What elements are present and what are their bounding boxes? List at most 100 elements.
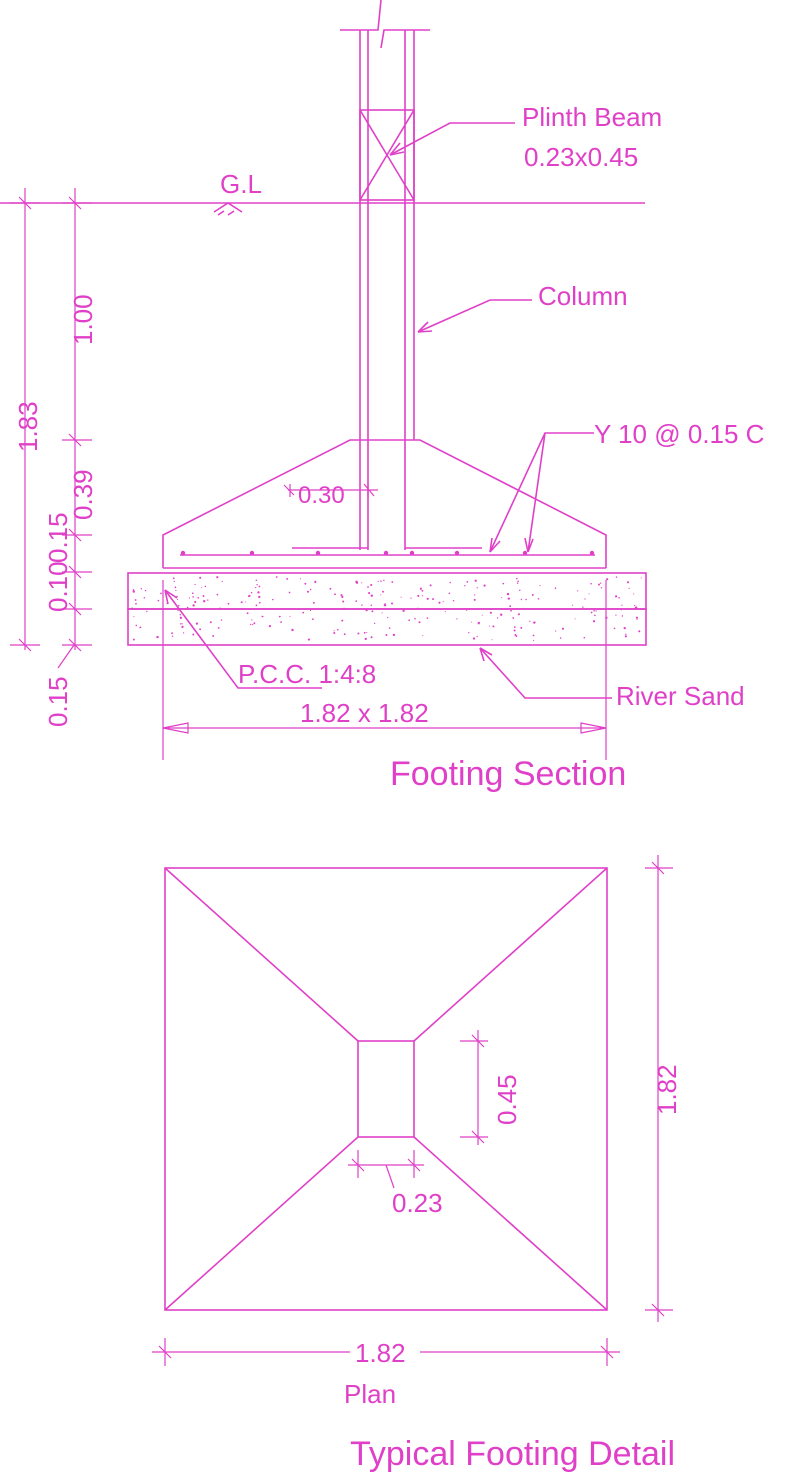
speckle-dot xyxy=(465,609,468,611)
speckle-dot xyxy=(289,615,291,617)
speckle-dot xyxy=(600,587,603,589)
speckle-dot xyxy=(618,596,620,599)
speckle-dot xyxy=(438,601,441,604)
speckle-dot xyxy=(370,636,373,639)
footing-plan: 0.45 0.23 1.82 1.82 Plan xyxy=(152,855,682,1409)
speckle-dot xyxy=(191,592,194,595)
speckle-dot xyxy=(588,593,590,595)
speckle-dot xyxy=(561,627,565,630)
speckle-dot xyxy=(392,633,396,637)
speckle-dot xyxy=(157,599,160,602)
speckle-dot xyxy=(219,607,221,610)
speckle-dot xyxy=(471,621,473,623)
speckle-dot xyxy=(306,590,310,593)
speckle-dot xyxy=(640,577,642,579)
sand-label: River Sand xyxy=(616,681,745,711)
base-height-label: 0.15 xyxy=(43,512,73,563)
speckle-dot xyxy=(245,601,247,603)
speckle-dot xyxy=(408,619,411,622)
speckle-dot xyxy=(188,597,191,599)
speckle-dot xyxy=(628,587,630,589)
speckle-dot xyxy=(209,621,212,624)
column-width-label: 0.23 xyxy=(392,1188,443,1218)
speckle-dot xyxy=(143,596,146,599)
speckle-dot xyxy=(621,604,623,606)
speckle-dot xyxy=(199,576,202,579)
speckle-dot xyxy=(357,632,360,635)
column-label: Column xyxy=(538,281,628,311)
speckle-dot xyxy=(174,586,177,589)
speckle-dot xyxy=(555,630,557,632)
pcc-thickness-label: 0.10 xyxy=(43,561,73,612)
speckle-dot xyxy=(500,613,503,616)
speckle-dot xyxy=(509,605,512,608)
total-depth-label: 1.83 xyxy=(13,401,43,452)
speckle-dot xyxy=(574,618,576,620)
speckle-dot xyxy=(621,615,624,617)
speckle-dot xyxy=(442,601,444,603)
speckle-dot xyxy=(426,617,429,619)
speckle-dot xyxy=(489,611,492,614)
speckle-dot xyxy=(634,604,636,607)
speckle-dot xyxy=(496,617,499,619)
speckle-dot xyxy=(502,582,505,585)
speckle-dot xyxy=(400,596,402,598)
speckle-dot xyxy=(302,611,305,614)
speckle-dot xyxy=(429,584,432,587)
speckle-dot xyxy=(202,595,205,597)
plan-outer-square xyxy=(164,867,608,1311)
speckle-dot xyxy=(516,577,518,580)
pcc-label: P.C.C. 1:4:8 xyxy=(238,659,376,689)
speckle-dot xyxy=(554,587,557,590)
speckle-dot xyxy=(452,599,455,602)
speckle-dot xyxy=(179,616,183,619)
speckle-dot xyxy=(314,580,317,584)
speckle-dot xyxy=(417,594,420,597)
speckle-dot xyxy=(173,580,175,583)
speckle-dot xyxy=(384,604,387,607)
speckle-dot xyxy=(227,602,230,605)
speckle-dot xyxy=(272,598,274,601)
speckle-dot xyxy=(181,625,184,629)
speckle-dot xyxy=(286,577,289,580)
sand-thickness-label: 0.15 xyxy=(43,676,73,727)
concrete-speckle xyxy=(131,576,642,641)
speckle-dot xyxy=(182,632,185,634)
speckle-dot xyxy=(201,587,203,588)
speckle-dot xyxy=(590,611,593,614)
speckle-dot xyxy=(177,609,179,611)
plan-width-label: 1.82 xyxy=(355,1338,406,1368)
speckle-dot xyxy=(194,600,197,604)
speckle-dot xyxy=(186,606,189,609)
speckle-dot xyxy=(432,598,434,601)
speckle-dot xyxy=(626,581,630,584)
speckle-dot xyxy=(624,635,628,638)
sand-leader xyxy=(479,647,612,699)
rebar-label: Y 10 @ 0.15 C xyxy=(594,419,764,449)
speckle-dot xyxy=(216,576,219,579)
speckle-dot xyxy=(533,639,535,641)
speckle-dot xyxy=(468,607,470,609)
pcc-leader xyxy=(164,589,322,689)
speckle-dot xyxy=(572,604,574,606)
speckle-dot xyxy=(355,600,358,602)
speckle-dot xyxy=(312,601,315,604)
speckle-dot xyxy=(636,618,638,620)
speckle-dot xyxy=(418,621,421,624)
speckle-dot xyxy=(278,615,281,618)
footing-size: 1.82 x 1.82 xyxy=(300,698,429,728)
speckle-dot xyxy=(177,604,180,607)
speckle-dot xyxy=(250,592,253,594)
speckle-dot xyxy=(221,580,223,583)
speckle-dot xyxy=(539,585,541,587)
speckle-dot xyxy=(625,633,627,635)
speckle-dot xyxy=(195,622,198,625)
speckle-dot xyxy=(593,610,595,612)
speckle-dot xyxy=(515,635,518,638)
speckle-dot xyxy=(192,596,194,598)
speckle-dot xyxy=(175,589,177,592)
speckle-dot xyxy=(414,617,416,620)
speckle-dot xyxy=(268,625,271,628)
speckle-dot xyxy=(257,591,260,594)
speckle-dot xyxy=(517,613,520,616)
